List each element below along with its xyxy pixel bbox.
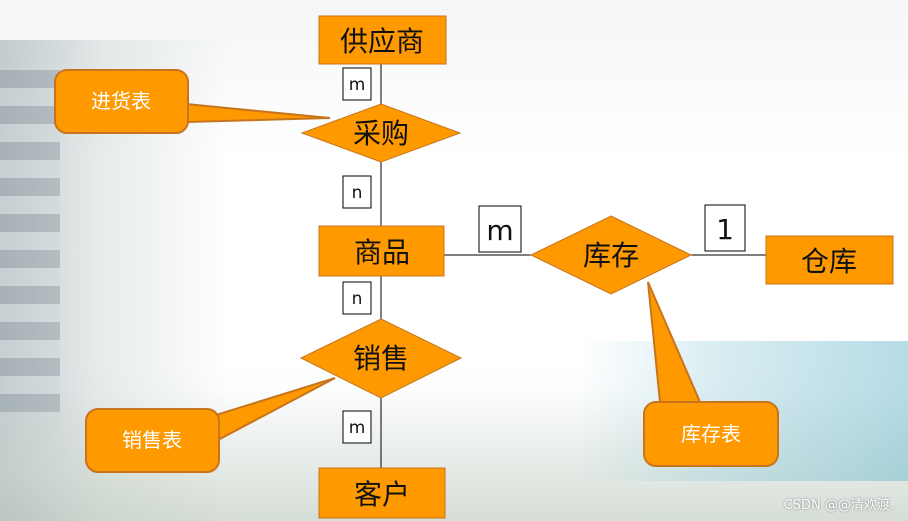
callout-purchase-table: 进货表 xyxy=(54,69,189,134)
entity-product-label: 商品 xyxy=(354,236,410,269)
entity-warehouse: 仓库 xyxy=(765,235,894,285)
relationship-inventory: 库存 xyxy=(529,215,693,295)
entity-customer-label: 客户 xyxy=(354,478,410,511)
relationship-sales: 销售 xyxy=(299,318,463,399)
watermark: CSDN @@清欢渡. xyxy=(783,498,894,513)
background-building xyxy=(0,70,60,430)
callout-pointer-sales xyxy=(198,377,336,444)
cardinality-purchase-product-label: n xyxy=(352,183,363,203)
callout-sales-table-label: 销售表 xyxy=(122,428,182,452)
cardinality-product-inventory-label: m xyxy=(486,214,513,247)
cardinality-sales-customer-label: m xyxy=(349,418,366,438)
entity-supplier: 供应商 xyxy=(318,15,447,65)
callout-sales-table: 销售表 xyxy=(85,408,220,473)
cardinality-product-inventory: m xyxy=(478,205,522,253)
entity-supplier-label: 供应商 xyxy=(340,25,424,58)
relationship-purchase: 采购 xyxy=(300,103,462,163)
cardinality-product-sales-label: n xyxy=(352,289,363,309)
cardinality-inventory-warehouse: 1 xyxy=(704,204,746,252)
entity-customer: 客户 xyxy=(318,467,446,519)
cardinality-product-sales: n xyxy=(342,281,372,315)
cardinality-inventory-warehouse-label: 1 xyxy=(716,213,734,246)
relationship-sales-label: 销售 xyxy=(353,342,409,375)
callout-inventory-table: 库存表 xyxy=(643,401,779,467)
callout-purchase-table-label: 进货表 xyxy=(91,89,151,113)
relationship-inventory-label: 库存 xyxy=(583,239,639,272)
cardinality-purchase-product: n xyxy=(342,175,372,209)
cardinality-supplier-purchase: m xyxy=(342,67,372,101)
connector-lines xyxy=(380,64,766,468)
entity-warehouse-label: 仓库 xyxy=(801,245,857,278)
callout-inventory-table-label: 库存表 xyxy=(681,422,741,446)
callout-pointer-purchase xyxy=(185,102,331,124)
cardinality-supplier-purchase-label: m xyxy=(349,75,366,95)
entity-product: 商品 xyxy=(318,225,445,277)
cardinality-sales-customer: m xyxy=(342,410,372,444)
callout-pointer-inventory xyxy=(647,281,702,403)
relationship-purchase-label: 采购 xyxy=(353,117,409,150)
